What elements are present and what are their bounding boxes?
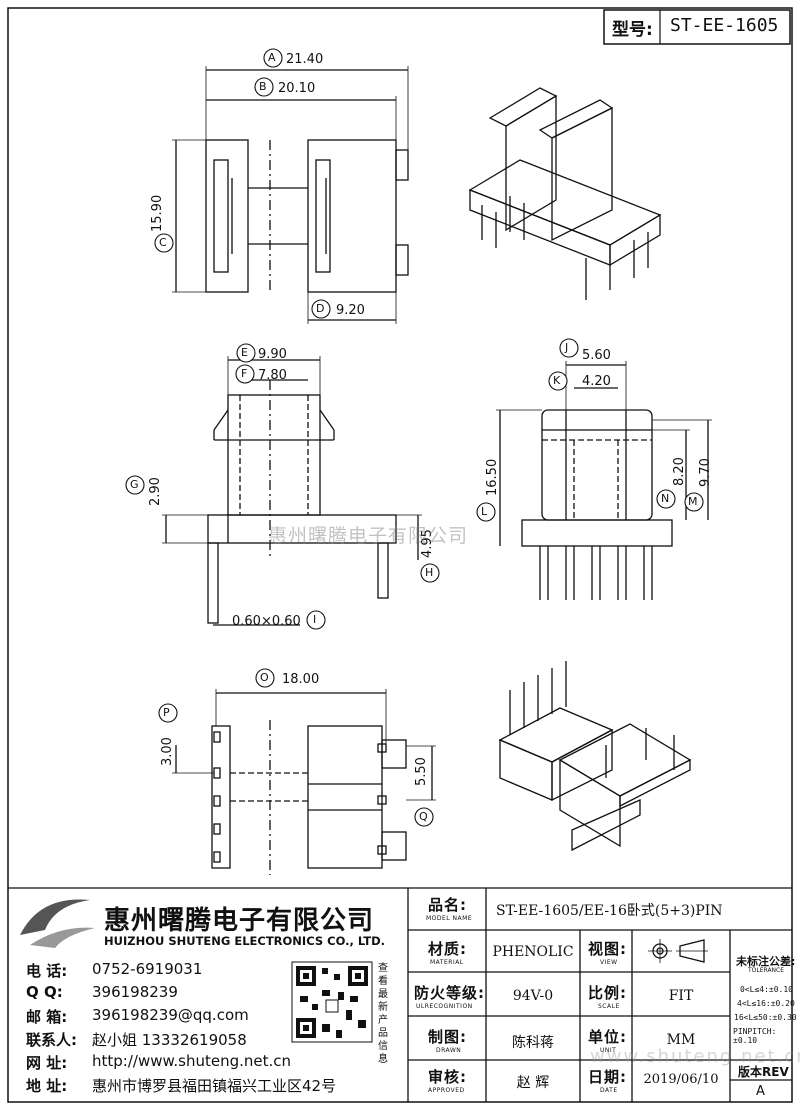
ul-value: 94V-0 (512, 988, 554, 1004)
dim-letter-i: I (313, 613, 317, 626)
iso-view-bottom (498, 661, 692, 852)
dim-letter-g: G (130, 478, 139, 491)
front-view (162, 356, 422, 626)
dim-letter-m: M (688, 495, 698, 508)
model-name-label: 品名: (428, 896, 467, 914)
drawn-label: 制图: (428, 1028, 467, 1046)
dim-f-value: 7.80 (258, 368, 287, 383)
tel-value: 0752-6919031 (92, 960, 203, 978)
date-label: 日期: (588, 1068, 627, 1086)
scale-label-en: SCALE (598, 1003, 620, 1010)
unit-value: MM (666, 1032, 696, 1048)
dim-n-value: 8.20 (672, 457, 687, 486)
dim-p-value: 3.00 (160, 737, 175, 766)
tel-label: 电 话: (26, 962, 68, 980)
contact-label: 联系人: (26, 1031, 77, 1049)
mail-value[interactable]: 396198239@qq.com (92, 1006, 249, 1024)
addr-label: 地 址: (26, 1077, 68, 1095)
dim-j-value: 5.60 (582, 348, 611, 363)
dim-letter-q: Q (419, 810, 428, 823)
unit-label: 单位: (588, 1028, 627, 1046)
qq-label: Q Q: (26, 983, 63, 1001)
iso-view-top (468, 87, 662, 300)
title-block (8, 887, 792, 1102)
dim-g-value: 2.90 (148, 477, 163, 506)
web-value[interactable]: http://www.shuteng.net.cn (92, 1052, 292, 1070)
date-label-en: DATE (600, 1087, 618, 1094)
dim-letter-h: H (425, 566, 434, 579)
drawn-label-en: DRAWN (436, 1047, 462, 1054)
mail-label: 邮 箱: (26, 1008, 68, 1026)
dim-q-value: 5.50 (414, 757, 429, 786)
addr-value: 惠州市博罗县福田镇福兴工业区42号 (92, 1077, 337, 1095)
dim-letter-c: C (159, 236, 167, 249)
dim-c-value: 15.90 (150, 194, 165, 232)
material-label: 材质: (428, 940, 467, 958)
dim-letter-b: B (259, 80, 267, 93)
dim-letter-p: P (163, 706, 170, 719)
scale-value: FIT (668, 988, 694, 1004)
dim-letter-k: K (553, 374, 561, 387)
tolerance-line: 16<L≤50:±0.30 (734, 1013, 797, 1022)
approved-label-en: APPROVED (428, 1087, 465, 1094)
watermark-text: 惠州曙腾电子有限公司 (268, 525, 469, 547)
drawn-value: 陈科蒋 (512, 1035, 554, 1051)
contact-value: 赵小姐 13332619058 (92, 1031, 247, 1049)
model-label: 型号: (612, 20, 653, 40)
company-name-cn: 惠州曙腾电子有限公司 (104, 906, 375, 936)
unit-label-en: UNIT (600, 1047, 617, 1054)
dim-letter-d: D (316, 302, 325, 315)
model-name-label-en: MODEL NAME (426, 915, 473, 922)
revision-label: 版本REV (738, 1065, 789, 1079)
qr-caption: 查看最新产品信息 (378, 963, 388, 1065)
ul-label: 防火等级: (414, 984, 485, 1002)
dim-letter-o: O (260, 671, 269, 684)
tolerance-line: 4<L≤16:±0.20 (737, 999, 795, 1008)
web-label: 网 址: (26, 1054, 68, 1072)
approved-value: 赵 辉 (516, 1075, 550, 1091)
dim-letter-j: J (565, 341, 569, 354)
scale-label: 比例: (588, 984, 627, 1002)
approved-label: 审核: (428, 1068, 467, 1086)
tolerance-line: 0<L≤4:±0.10 (740, 985, 793, 994)
dim-o-value: 18.00 (282, 672, 320, 687)
tolerance-title: 未标注公差: (736, 955, 796, 968)
side-view (496, 361, 712, 600)
top-view (172, 66, 409, 324)
dim-i-value: 0.60×0.60 (232, 614, 301, 629)
company-name-en: HUIZHOU SHUTENG ELECTRONICS CO., LTD. (104, 934, 386, 948)
dim-k-value: 4.20 (582, 374, 611, 389)
qq-value: 396198239 (92, 983, 178, 1001)
dim-letter-f: F (241, 367, 248, 380)
revision-value: A (756, 1084, 765, 1099)
dim-e-value: 9.90 (258, 347, 287, 362)
qr-code (291, 961, 373, 1043)
dim-l-value: 16.50 (485, 458, 500, 496)
dim-d-value: 9.20 (336, 303, 365, 318)
tolerance-line: PINPITCH:±0.10 (733, 1027, 777, 1045)
model-value: ST-EE-1605 (670, 15, 779, 36)
material-label-en: MATERIAL (430, 959, 464, 966)
model-name-value: ST-EE-1605/EE-16卧式(5+3)PIN (496, 903, 723, 919)
ul-label-en: ULRECOGNITION (416, 1003, 473, 1010)
dim-letter-n: N (661, 492, 670, 505)
dim-m-value: 9.70 (698, 458, 713, 487)
watermark-url: www.shuteng.net.cn (590, 1046, 800, 1067)
dim-a-value: 21.40 (286, 52, 324, 67)
material-value: PHENOLIC (492, 944, 574, 960)
view-label: 视图: (588, 940, 627, 958)
tolerance-title-en: TOLERANCE (748, 967, 785, 974)
dim-letter-a: A (268, 51, 276, 64)
dim-letter-e: E (241, 346, 248, 359)
dim-letter-l: L (481, 505, 488, 518)
dim-b-value: 20.10 (278, 81, 316, 96)
date-value: 2019/06/10 (643, 1072, 719, 1087)
bottom-view (172, 689, 436, 875)
view-label-en: VIEW (600, 959, 618, 966)
